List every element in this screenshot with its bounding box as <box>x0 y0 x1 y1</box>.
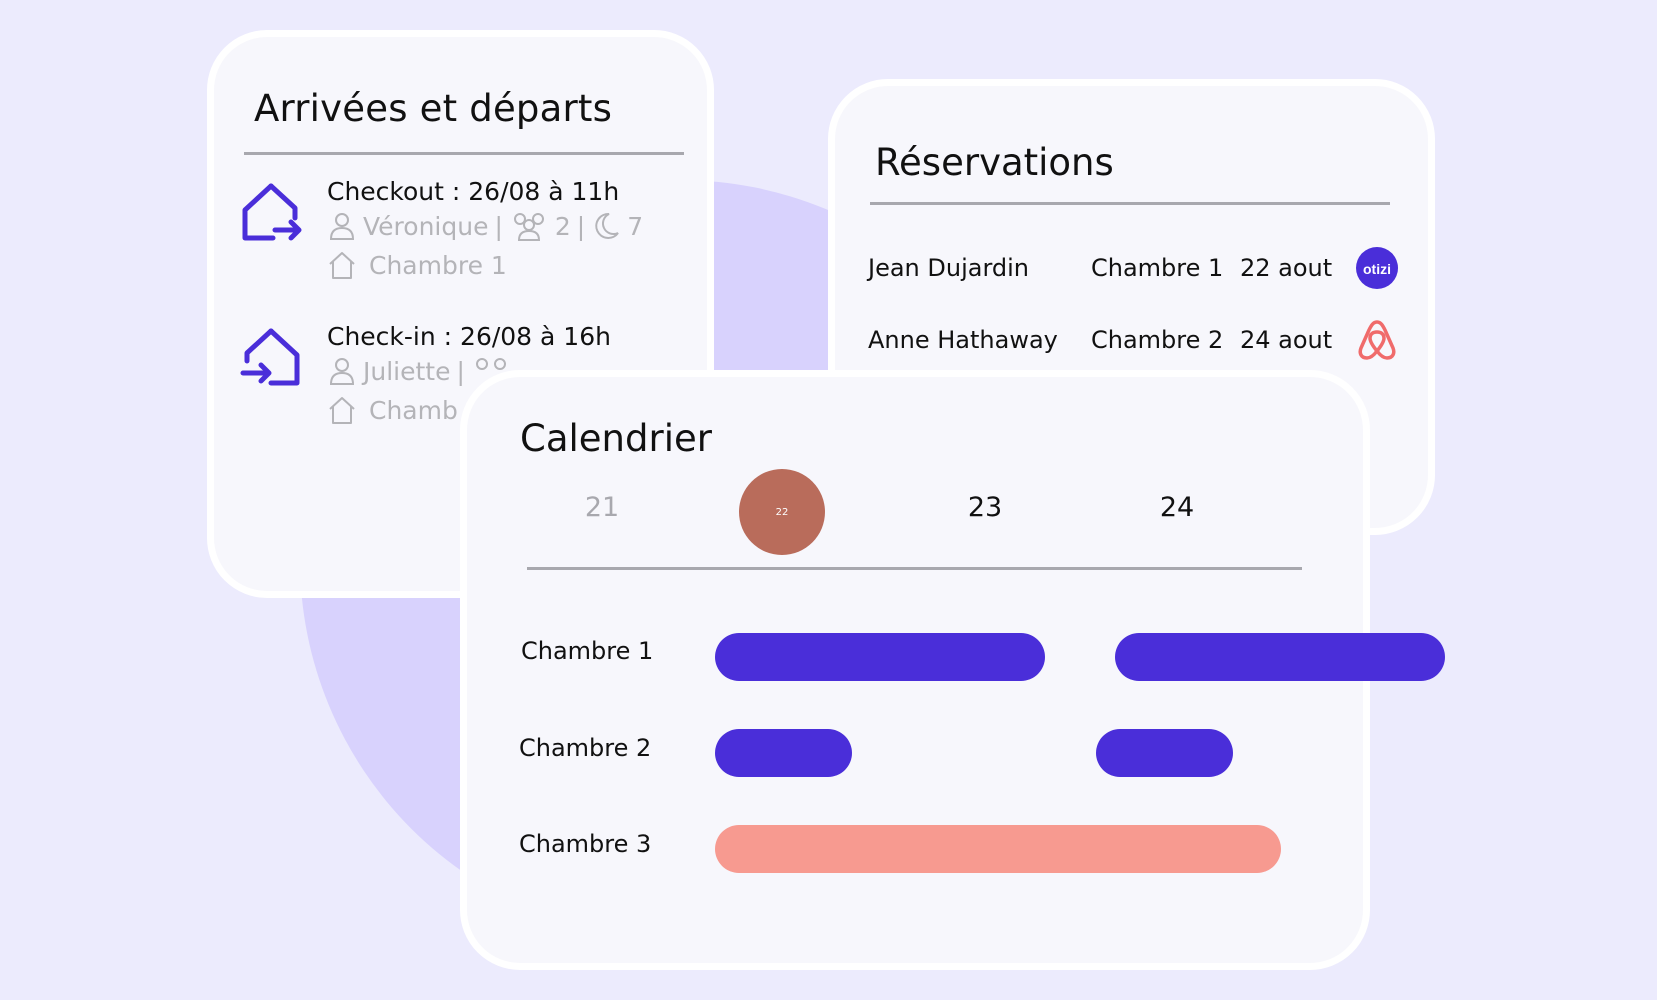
home-icon <box>329 252 355 279</box>
house-enter-icon <box>240 328 300 386</box>
booking-bar[interactable] <box>1115 633 1445 681</box>
moon-icon <box>595 212 620 239</box>
event-room: Chambre 1 <box>327 250 507 280</box>
reservation-row[interactable]: Anne Hathaway Chambre 2 24 aout <box>868 318 1408 368</box>
reservation-date: 22 aout <box>1240 254 1333 282</box>
booking-bar[interactable] <box>715 633 1045 681</box>
event-room: Chamb <box>327 395 458 425</box>
separator: | <box>576 211 586 241</box>
house-exit-icon <box>242 183 302 241</box>
booking-bar-highlight[interactable] <box>715 825 1281 873</box>
group-icon <box>513 213 544 241</box>
separator: | <box>456 356 465 386</box>
arrivals-divider <box>244 152 684 155</box>
reservations-title: Réservations <box>875 141 1114 184</box>
otizi-logo-icon: otizi <box>1356 247 1398 289</box>
day-23[interactable]: 23 <box>967 492 1003 523</box>
arrivals-title: Arrivées et départs <box>254 87 613 130</box>
reservation-date: 24 aout <box>1240 326 1333 354</box>
guest-name: Anne Hathaway <box>868 326 1058 354</box>
event-headline: Checkout : 26/08 à 11h <box>327 177 620 206</box>
svg-text:otizi: otizi <box>1363 261 1391 277</box>
calendar-room-label: Chambre 2 <box>519 734 652 762</box>
calendar-title: Calendrier <box>520 417 712 460</box>
event-details: Juliette | <box>327 356 511 386</box>
day-22-today[interactable]: 22 <box>739 469 825 555</box>
calendar-card: Calendrier 21 22 23 24 Chambre 1 Chambre… <box>460 370 1445 970</box>
event-details: Véronique | 2 | 7 <box>327 211 643 241</box>
booking-bar[interactable] <box>1096 729 1233 777</box>
group-icon <box>475 358 506 370</box>
reservations-divider <box>870 202 1390 205</box>
booking-bar[interactable] <box>715 729 852 777</box>
room-name: Chamb <box>369 395 458 425</box>
guests-count: 2 <box>554 211 571 241</box>
home-icon <box>329 397 355 424</box>
reservation-row[interactable]: Jean Dujardin Chambre 1 22 aout otizi <box>868 246 1408 296</box>
separator: | <box>494 211 503 241</box>
nights-count: 7 <box>627 211 644 241</box>
guest-name: Véronique <box>363 211 489 241</box>
guest-name: Jean Dujardin <box>868 254 1030 282</box>
calendar-divider <box>527 567 1302 570</box>
event-headline: Check-in : 26/08 à 16h <box>327 322 611 351</box>
day-24[interactable]: 24 <box>1159 492 1195 523</box>
airbnb-logo-icon <box>1358 320 1396 360</box>
guest-name: Juliette <box>363 356 451 386</box>
calendar-room-label: Chambre 3 <box>519 830 652 858</box>
room-name: Chambre 2 <box>1091 326 1224 354</box>
person-icon <box>329 213 355 240</box>
day-21[interactable]: 21 <box>584 492 620 523</box>
calendar-room-label: Chambre 1 <box>521 637 654 665</box>
person-icon <box>329 358 355 385</box>
room-name: Chambre 1 <box>369 250 507 280</box>
room-name: Chambre 1 <box>1091 254 1224 282</box>
